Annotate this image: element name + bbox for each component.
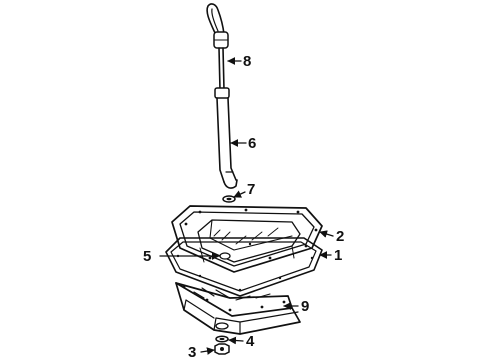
transmission-filter (171, 205, 323, 273)
callout-5: 5 (143, 248, 151, 265)
callout-3: 3 (188, 344, 196, 360)
callout-4: 4 (246, 333, 255, 350)
callout-7: 7 (247, 181, 255, 198)
callout-6: 6 (248, 135, 256, 152)
oil-pan (175, 282, 301, 335)
leader-lines (159, 57, 334, 355)
callout-8: 8 (243, 53, 251, 70)
callout-9: 9 (301, 298, 309, 315)
dipstick (206, 3, 238, 189)
pan-gasket (165, 237, 323, 297)
drain-washer (215, 335, 229, 343)
tube-seal (222, 195, 236, 203)
callout-2: 2 (336, 228, 344, 245)
callout-1: 1 (334, 247, 342, 264)
drain-plug (214, 343, 230, 355)
